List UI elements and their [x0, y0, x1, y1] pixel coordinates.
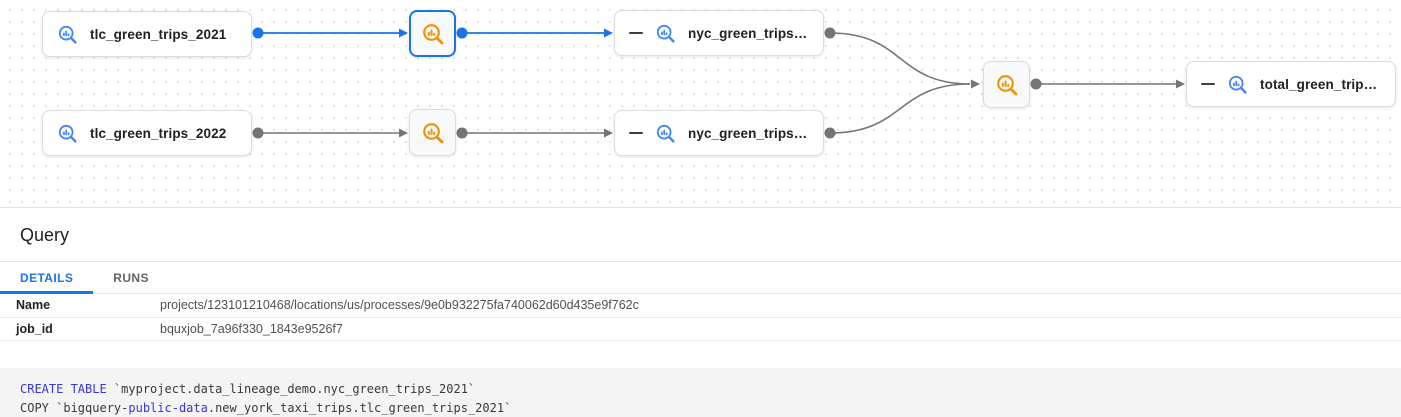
spacer	[0, 340, 1401, 368]
arrowhead	[604, 28, 613, 38]
node-process-selected[interactable]	[409, 10, 456, 57]
arrowhead	[399, 28, 408, 38]
arrowhead	[971, 79, 980, 89]
tab-runs[interactable]: RUNS	[113, 270, 149, 285]
collapse-minus-icon[interactable]	[629, 26, 643, 40]
tab-bar: DETAILS RUNS	[0, 261, 1401, 294]
sql-text: `myproject.data_lineage_demo.nyc_green_t…	[106, 381, 476, 396]
node-label: tlc_green_trips_2021	[90, 26, 227, 42]
bigquery-table-icon	[1227, 74, 1248, 95]
arrowhead	[1176, 79, 1185, 89]
sql-highlight: public-data	[128, 400, 208, 415]
edge-layer	[252, 27, 1185, 139]
bigquery-process-icon	[421, 22, 445, 46]
node-nyc-green-trips-2021[interactable]: nyc_green_trips…	[614, 10, 824, 56]
row-label: job_id	[16, 321, 53, 336]
details-table: Name projects/123101210468/locations/us/…	[0, 294, 1401, 341]
sql-text: COPY `bigquery-	[20, 400, 129, 415]
bigquery-table-icon	[57, 24, 78, 45]
row-value: projects/123101210468/locations/us/proce…	[160, 298, 639, 313]
arrowhead	[399, 128, 408, 138]
bigquery-process-icon	[995, 73, 1019, 97]
table-row: job_id bquxjob_7a96f330_1843e9526f7	[0, 317, 1401, 340]
panel-header: Query	[0, 208, 1401, 261]
node-label: tlc_green_trips_2022	[90, 125, 227, 141]
bigquery-process-icon	[421, 121, 445, 145]
sql-code-block: CREATE TABLE `myproject.data_lineage_dem…	[0, 367, 1401, 417]
lineage-graph-canvas[interactable]: tlc_green_trips_2021 nyc_green_trips… tl…	[0, 0, 1401, 208]
bigquery-table-icon	[655, 123, 676, 144]
row-value: bquxjob_7a96f330_1843e9526f7	[160, 321, 343, 336]
panel-title: Query	[20, 225, 70, 245]
bigquery-table-icon	[655, 23, 676, 44]
node-label: nyc_green_trips…	[688, 25, 808, 41]
node-tlc-green-trips-2022[interactable]: tlc_green_trips_2022	[42, 110, 252, 156]
sql-text: .new_york_taxi_trips.tlc_green_trips_202…	[207, 400, 512, 415]
row-label: Name	[16, 298, 51, 313]
node-process-2022[interactable]	[409, 109, 456, 156]
sql-line-2: COPY `bigquery-public-data.new_york_taxi…	[20, 401, 511, 415]
sql-line-1: CREATE TABLE `myproject.data_lineage_dem…	[20, 382, 475, 396]
arrowhead	[604, 128, 613, 138]
table-row: Name projects/123101210468/locations/us/…	[0, 294, 1401, 317]
node-process-merge[interactable]	[983, 61, 1030, 108]
collapse-minus-icon[interactable]	[629, 126, 643, 140]
node-nyc-green-trips-2022[interactable]: nyc_green_trips…	[614, 110, 824, 156]
collapse-minus-icon[interactable]	[1201, 77, 1215, 91]
node-tlc-green-trips-2021[interactable]: tlc_green_trips_2021	[42, 11, 252, 57]
bigquery-table-icon	[57, 123, 78, 144]
tab-details[interactable]: DETAILS	[0, 262, 94, 294]
node-total-green-trips[interactable]: total_green_trip…	[1186, 61, 1396, 107]
details-panel: Query DETAILS RUNS Name projects/1231012…	[0, 208, 1401, 417]
node-label: total_green_trip…	[1260, 76, 1378, 92]
node-label: nyc_green_trips…	[688, 125, 808, 141]
sql-keyword: CREATE TABLE	[20, 381, 107, 396]
